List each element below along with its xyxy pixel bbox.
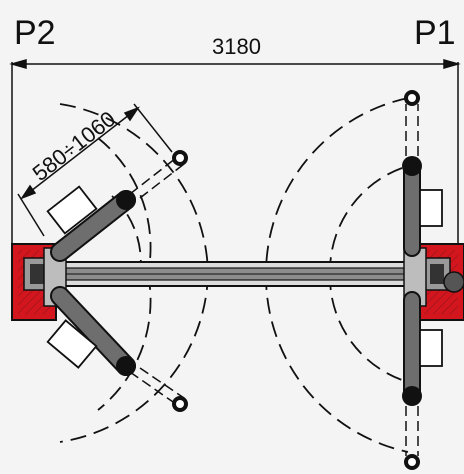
cross-beam xyxy=(57,261,419,287)
right-swing-arcs xyxy=(265,97,409,453)
post-p1-label: P1 xyxy=(414,14,456,52)
post-p1 xyxy=(403,243,464,321)
left-upper-arm xyxy=(46,150,188,262)
right-upper-arm xyxy=(402,90,443,257)
right-lower-arm xyxy=(402,291,443,470)
post-p2-label: P2 xyxy=(14,14,56,52)
overall-dimension-line xyxy=(9,59,461,244)
overall-width-dimension: 3180 xyxy=(212,34,261,59)
left-lower-arm xyxy=(46,286,188,412)
post-p2 xyxy=(11,243,67,321)
arm-range-dimension-line xyxy=(17,103,173,237)
